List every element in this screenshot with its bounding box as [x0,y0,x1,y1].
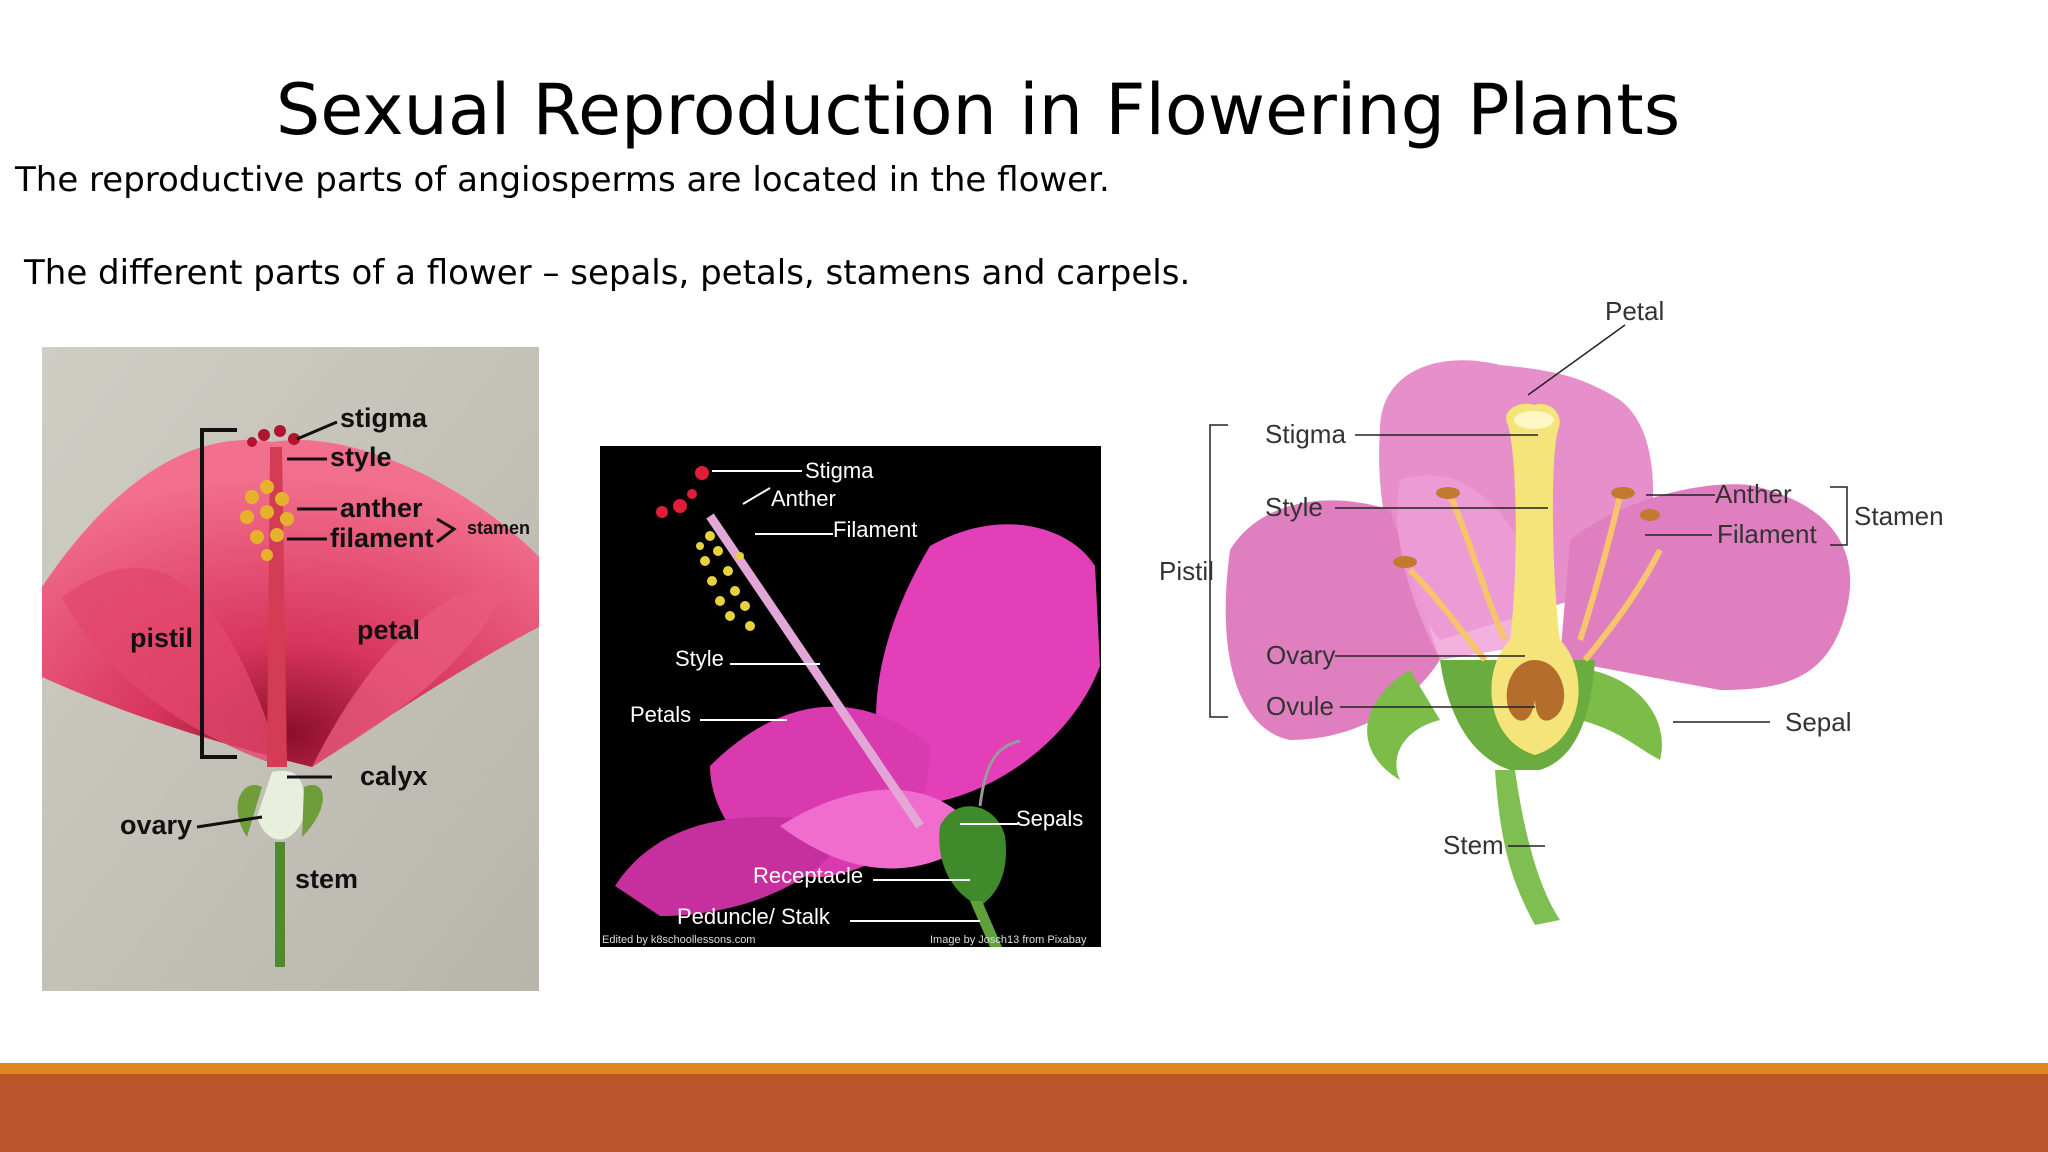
diagram-label-pistil: Pistil [1159,556,1214,586]
photo1-label-ovary: ovary [120,810,192,840]
photo1-label-style: style [330,442,392,472]
intro-text: The reproductive parts of angiosperms ar… [15,160,1110,200]
diagram-label-style: Style [1265,492,1323,522]
diagram-label-ovule: Ovule [1266,691,1334,721]
accent-stripe [0,1063,2048,1074]
diagram-label-anther: Anther [1715,479,1792,509]
photo2-label-sepals: Sepals [1016,806,1083,831]
photo2-label-peduncle: Peduncle/ Stalk [677,904,831,929]
photo2-label-receptacle: Receptacle [753,863,863,888]
diagram-label-stamen: Stamen [1854,501,1944,531]
diagram-label-ovary: Ovary [1266,640,1335,670]
slide-title: Sexual Reproduction in Flowering Plants [275,69,1681,151]
parts-text: The different parts of a flower – sepals… [24,253,1191,293]
photo2-credit-right: Image by Josch13 from Pixabay [930,934,1087,946]
diagram-label-stigma: Stigma [1265,419,1346,449]
photo1-label-calyx: calyx [360,761,428,791]
photo2-label-filament: Filament [833,517,917,542]
diagram-label-petal: Petal [1605,296,1664,326]
hibiscus-photo-dark-labeled: Stigma Anther Filament Style Petals Sepa… [600,446,1101,947]
photo1-label-anther: anther [340,493,423,523]
photo1-label-stamen: stamen [467,518,530,538]
footer-band [0,1074,2048,1152]
photo1-label-petal: petal [357,615,420,645]
photo1-label-pistil: pistil [130,623,193,653]
photo2-label-style: Style [675,646,724,671]
photo2-credit-left: Edited by k8schoollessons.com [602,934,755,946]
photo1-label-filament: filament [330,523,434,553]
photo2-label-stigma: Stigma [805,458,874,483]
photo1-label-stigma: stigma [340,403,428,433]
diagram-label-stem: Stem [1443,830,1504,860]
photo1-label-stem: stem [295,864,358,894]
photo2-label-petals: Petals [630,702,691,727]
photo2-label-anther: Anther [771,486,836,511]
flower-cross-section-diagram: Petal Stigma Style Pistil Ovary Ovule An… [1159,296,1944,925]
hibiscus-photo-labeled: stigma style anther filament stamen pist… [42,347,539,991]
diagram-label-filament: Filament [1717,519,1817,549]
diagram-label-sepal: Sepal [1785,707,1852,737]
